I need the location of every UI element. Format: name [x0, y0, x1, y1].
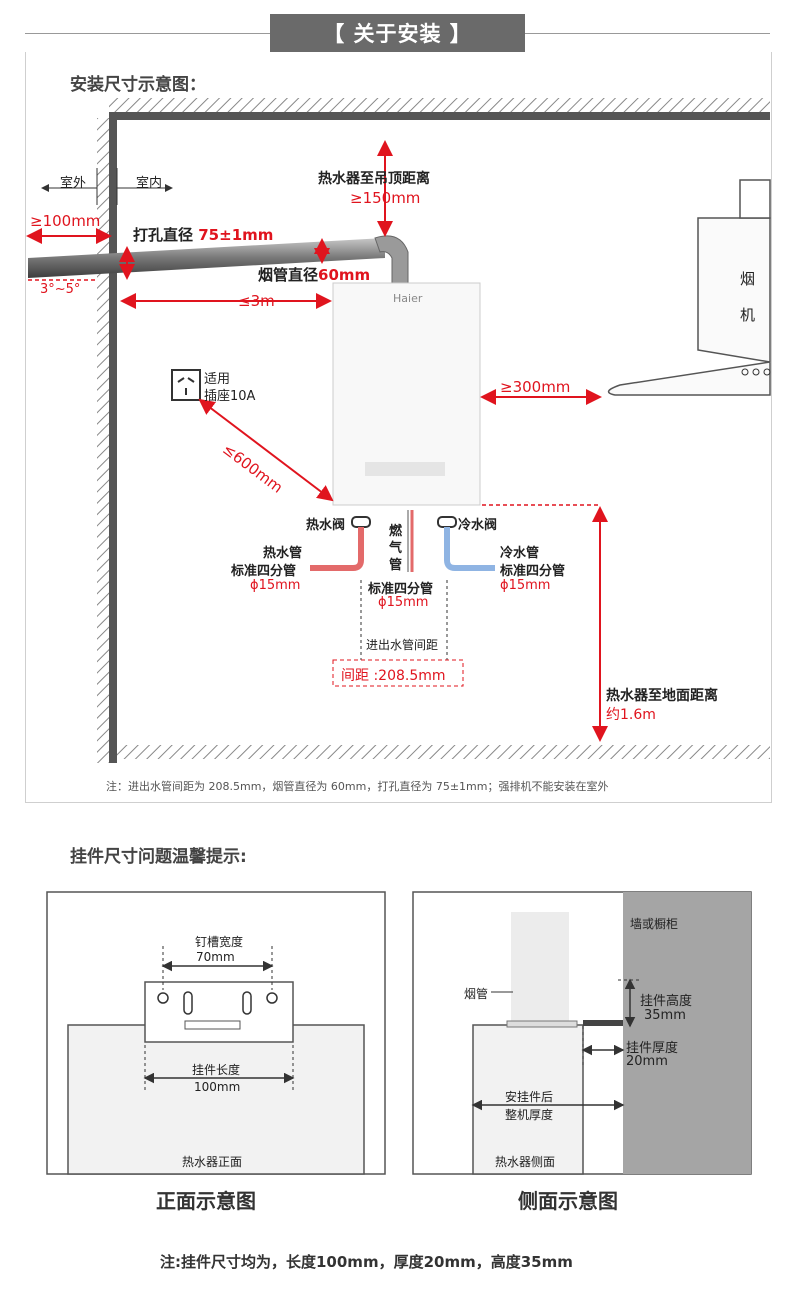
indoor-label: 室内: [136, 176, 163, 191]
wall-cabinet-label: 墙或橱柜: [630, 917, 679, 931]
front-heater: [67, 1024, 365, 1175]
tilt-label: 3°~5°: [40, 282, 81, 297]
total-thickness-line2: 整机厚度: [505, 1108, 554, 1122]
hot-valve-label: 热水阀: [306, 518, 346, 533]
ceiling-distance-value: ≥150mm: [350, 189, 421, 207]
hot-pipe-label: 热水管: [263, 546, 303, 561]
section-header-title: 【 关于安装 】: [323, 22, 472, 46]
ceiling-hatch: [109, 98, 770, 112]
spacing-label: 进出水管间距: [366, 638, 439, 652]
outdoor-label: 室外: [60, 176, 87, 191]
bracket-thickness-value: 20mm: [626, 1054, 668, 1069]
cold-valve-label: 冷水阀: [458, 518, 498, 533]
outer-wall-hatch: [97, 118, 109, 763]
pipe-diameter-label: 烟管直径60mm: [258, 266, 371, 284]
socket-label-line1: 适用: [204, 372, 231, 387]
side-gap-label: ≤3m: [238, 292, 275, 310]
flue-elbow: [374, 235, 409, 286]
bracket-length-label: 挂件长度: [192, 1063, 241, 1077]
gas-pipe-diameter: ϕ15mm: [378, 595, 429, 610]
install-diagram: [26, 98, 771, 763]
install-diagram-panel: [25, 52, 772, 803]
floor-distance-value: 约1.6m: [606, 707, 656, 723]
side-flue-pipe: [511, 912, 569, 1022]
spacing-value: 间距 :208.5mm: [341, 668, 446, 684]
side-wall: [623, 892, 751, 1174]
bracket-length-value: 100mm: [194, 1080, 241, 1094]
hanger-note: 注:挂件尺寸均为，长度100mm，厚度20mm，高度35mm: [160, 1253, 573, 1271]
floor-distance-label: 热水器至地面距离: [606, 688, 718, 704]
wall-gap-label: ≥100mm: [30, 212, 101, 230]
side-bracket: [583, 1020, 623, 1026]
hood-label-char2: 机: [740, 306, 756, 324]
gas-label-char1: 燃: [389, 524, 403, 539]
gas-label-char3: 管: [389, 558, 403, 573]
ceiling: [109, 112, 770, 120]
ceiling-distance-label: 热水器至吊顶距离: [318, 171, 430, 187]
hanger-section-title: 挂件尺寸问题温馨提示:: [70, 847, 247, 867]
front-caption: 正面示意图: [156, 1189, 256, 1213]
cold-pipe-label: 冷水管: [500, 546, 540, 561]
gas-pipe-spec: 标准四分管: [368, 582, 434, 597]
side-caption: 侧面示意图: [518, 1189, 618, 1213]
side-flue-label: 烟管: [464, 987, 489, 1001]
hood-label-char1: 烟: [740, 270, 756, 288]
gas-label-char2: 气: [389, 541, 403, 556]
slot-width-label: 钉槽宽度: [195, 935, 244, 949]
hot-pipe-diameter: ϕ15mm: [250, 578, 301, 593]
slot-width-value: 70mm: [196, 950, 235, 964]
brand-logo: Haier: [393, 292, 423, 305]
cold-pipe-spec: 标准四分管: [500, 564, 566, 579]
cold-pipe-diameter: ϕ15mm: [500, 578, 551, 593]
front-bracket: [144, 981, 294, 1043]
cold-water-pipe: [444, 527, 495, 571]
flue-pipe: [28, 238, 385, 278]
hanger-diagrams: [46, 891, 752, 1175]
hot-pipe-spec: 标准四分管: [231, 564, 297, 579]
heater-display: [365, 462, 445, 476]
front-bottom-label: 热水器正面: [182, 1155, 243, 1169]
socket-icon: [171, 369, 201, 401]
section-header: 【 关于安装 】: [270, 14, 525, 52]
hot-water-pipe: [310, 527, 364, 571]
socket-label-line2: 插座10A: [204, 389, 256, 404]
install-note: 注：进出水管间距为 208.5mm，烟管直径为 60mm，打孔直径为 75±1m…: [106, 780, 609, 793]
side-bottom-label: 热水器侧面: [495, 1155, 556, 1169]
bracket-thickness-label: 挂件厚度: [626, 1041, 679, 1056]
inner-wall: [109, 118, 117, 763]
install-section-title: 安装尺寸示意图：: [70, 75, 206, 95]
range-hood: [607, 217, 771, 396]
hole-label: 打孔直径 75±1mm: [133, 226, 274, 244]
bracket-height-label: 挂件高度: [640, 994, 693, 1009]
bracket-height-value: 35mm: [644, 1008, 686, 1023]
hood-distance-label: ≥300mm: [500, 378, 571, 396]
total-thickness-line1: 安挂件后: [505, 1090, 554, 1104]
floor-hatch: [117, 745, 770, 759]
